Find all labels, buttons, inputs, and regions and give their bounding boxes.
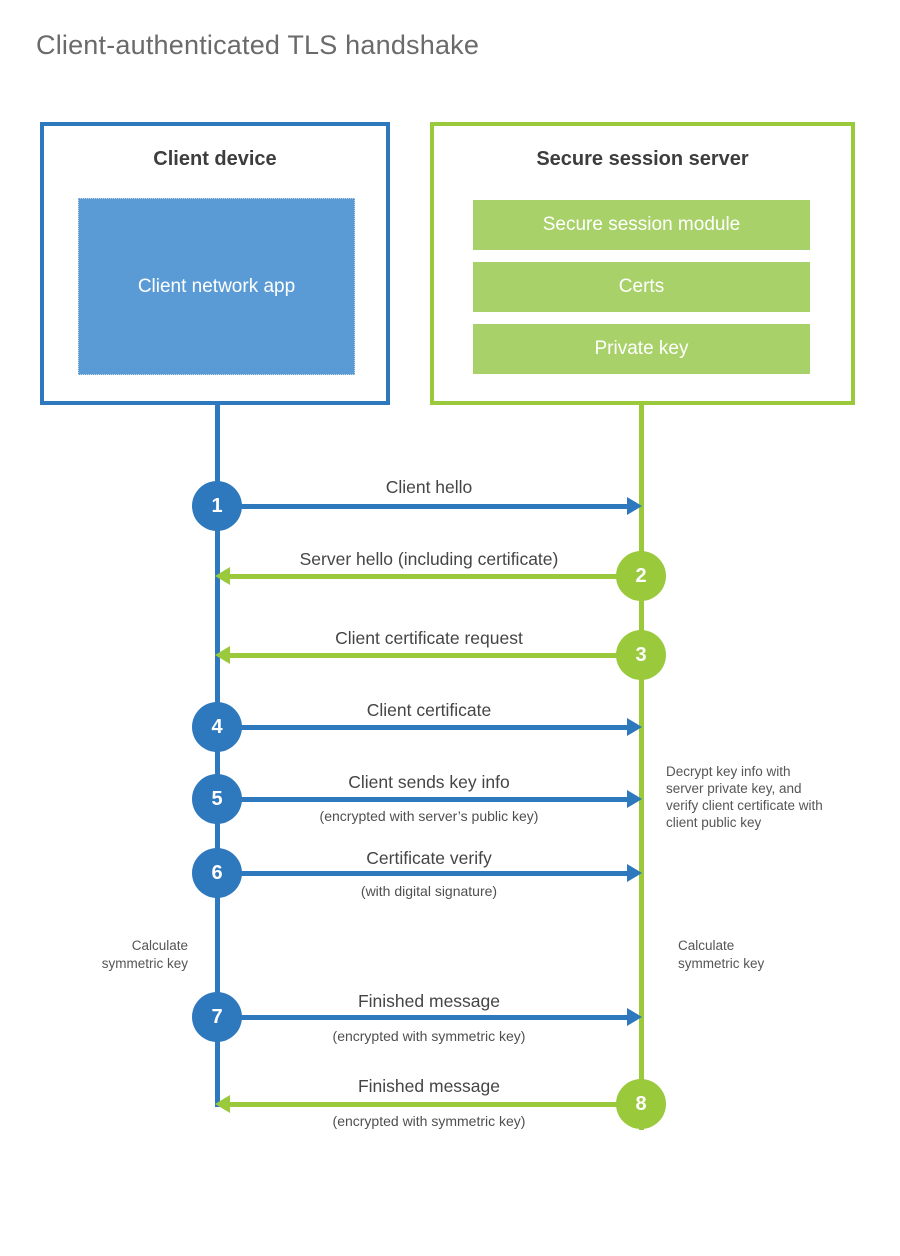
message-label: Client hello — [385, 477, 473, 497]
arrowhead-right-icon — [627, 864, 642, 882]
message-label: Finished message — [357, 1076, 501, 1096]
message-label: Client certificate request — [335, 628, 523, 648]
arrowhead-right-icon — [627, 718, 642, 736]
step-badge: 3 — [616, 630, 666, 680]
message-sublabel: (encrypted with symmetric key) — [332, 1113, 526, 1129]
step-badge: 2 — [616, 551, 666, 601]
step-badge: 1 — [192, 481, 242, 531]
server-lifeline — [639, 405, 644, 1130]
message-arrow-line — [230, 574, 641, 579]
client-device-title: Client device — [153, 148, 277, 170]
message-label: Client certificate — [366, 700, 492, 720]
secure-session-server-title: Secure session server — [536, 148, 749, 170]
server-module-private-key: Private key — [473, 324, 810, 374]
step-badge: 8 — [616, 1079, 666, 1129]
step-badge: 5 — [192, 774, 242, 824]
arrowhead-right-icon — [627, 1008, 642, 1026]
arrowhead-left-icon — [215, 567, 230, 585]
step-badge: 6 — [192, 848, 242, 898]
message-arrow-line — [217, 504, 627, 509]
message-label: Server hello (including certificate) — [299, 549, 559, 569]
client-lifeline — [215, 405, 220, 1107]
calculate-symmetric-key-note-client: Calculate symmetric key — [101, 938, 188, 971]
message-arrow-line — [217, 1015, 627, 1020]
message-arrow-line — [217, 725, 627, 730]
server-module-certs: Certs — [473, 262, 810, 312]
message-sublabel: (encrypted with symmetric key) — [332, 1028, 526, 1044]
step-badge: 4 — [192, 702, 242, 752]
arrowhead-left-icon — [215, 1095, 230, 1113]
arrowhead-right-icon — [627, 497, 642, 515]
message-label: Client sends key info — [348, 772, 510, 792]
step-badge: 7 — [192, 992, 242, 1042]
decrypt-key-note: Decrypt key info with server private key… — [666, 764, 823, 830]
calculate-symmetric-key-note-server: Calculate symmetric key — [678, 938, 765, 971]
page-title: Client-authenticated TLS handshake — [36, 30, 480, 60]
message-arrow-line — [217, 797, 627, 802]
client-network-app-box: Client network app — [78, 198, 355, 375]
message-arrow-line — [230, 653, 641, 658]
server-module-secure-session: Secure session module — [473, 200, 810, 250]
message-sublabel: (encrypted with server’s public key) — [319, 808, 539, 824]
arrowhead-right-icon — [627, 790, 642, 808]
message-sublabel: (with digital signature) — [360, 883, 498, 899]
arrowhead-left-icon — [215, 646, 230, 664]
message-arrow-line — [217, 871, 627, 876]
message-label: Finished message — [357, 991, 501, 1011]
message-arrow-line — [230, 1102, 641, 1107]
message-label: Certificate verify — [366, 848, 492, 868]
